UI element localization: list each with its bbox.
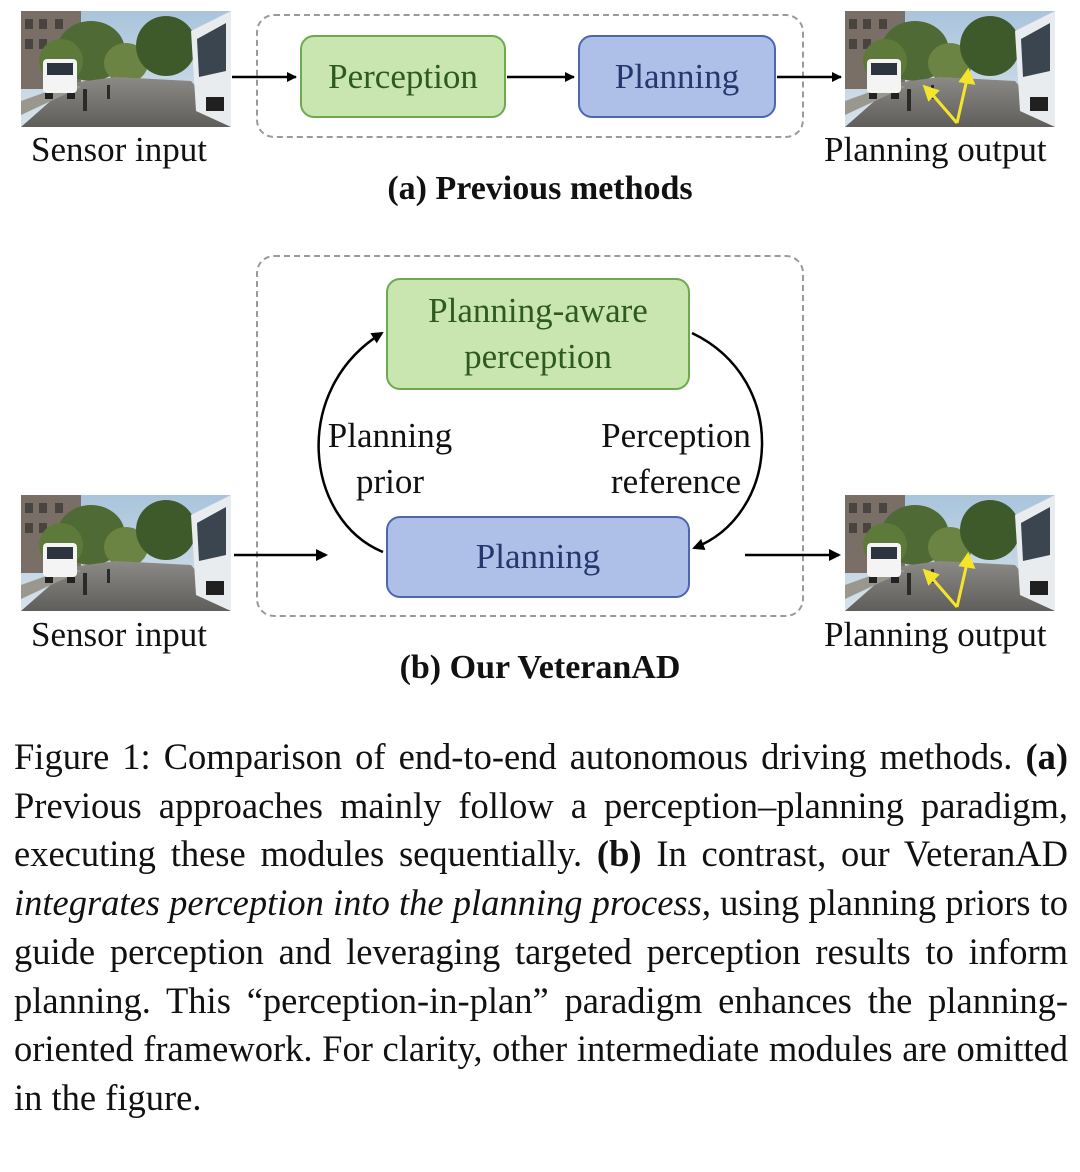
subcaption-b: (b) Our VeteranAD [399, 649, 681, 686]
curved-arrow-icon [317, 331, 384, 554]
planning-output-label-b: Planning output [824, 615, 1047, 654]
caption-italic: integrates perception into the planning … [14, 882, 702, 924]
planning-output-image-a [845, 11, 1055, 127]
caption-text-1: Figure 1: Comparison of end-to-end auton… [14, 736, 1026, 777]
subcaption-a: (a) Previous methods [387, 170, 693, 207]
trajectory-arrows-icon [922, 551, 976, 608]
planning-output-label-a: Planning output [824, 130, 1047, 169]
planning-prior-line1: Planning [327, 416, 453, 455]
perception-box-label: Perception [328, 56, 478, 96]
planning-box-b: Planning [386, 516, 690, 598]
caption-text-4: , using planning priors to guide per­cep… [14, 882, 1069, 1118]
planning-aware-perception-box: Planning-aware perception [386, 278, 690, 390]
caption-text-3: In contrast, our VeteranAD [641, 833, 1068, 875]
sensor-input-label-b: Sensor input [31, 615, 207, 654]
figure-caption: Figure 1: Comparison of end-to-end auton… [14, 733, 1068, 1123]
caption-text-2: Previous approaches mainly follow a perc… [14, 784, 1068, 875]
trajectory-arrows-icon [922, 67, 976, 124]
pa-label-line2: perception [464, 337, 612, 376]
perception-reference-line1: Perception [601, 416, 751, 455]
planning-output-image-b [845, 495, 1055, 611]
curved-arrow-icon [691, 331, 764, 551]
pipeline-container-b [256, 255, 804, 617]
arrows-b [234, 331, 841, 561]
perception-reference-label: Perception reference [592, 413, 760, 505]
perception-reference-line2: reference [610, 462, 742, 501]
caption-bold-a: (a) [1025, 736, 1068, 777]
arrows-a [232, 72, 842, 82]
sensor-input-label-a: Sensor input [31, 130, 207, 169]
planning-box-a: Planning [578, 35, 776, 118]
planning-box-a-label: Planning [614, 56, 740, 96]
perception-box: Perception [300, 35, 506, 118]
pa-label-line1: Planning-aware [428, 291, 648, 330]
planning-prior-line2: prior [355, 462, 425, 501]
planning-prior-label: Planning prior [318, 413, 462, 505]
caption-bold-b: (b) [596, 833, 642, 875]
planning-box-b-label: Planning [475, 537, 601, 576]
